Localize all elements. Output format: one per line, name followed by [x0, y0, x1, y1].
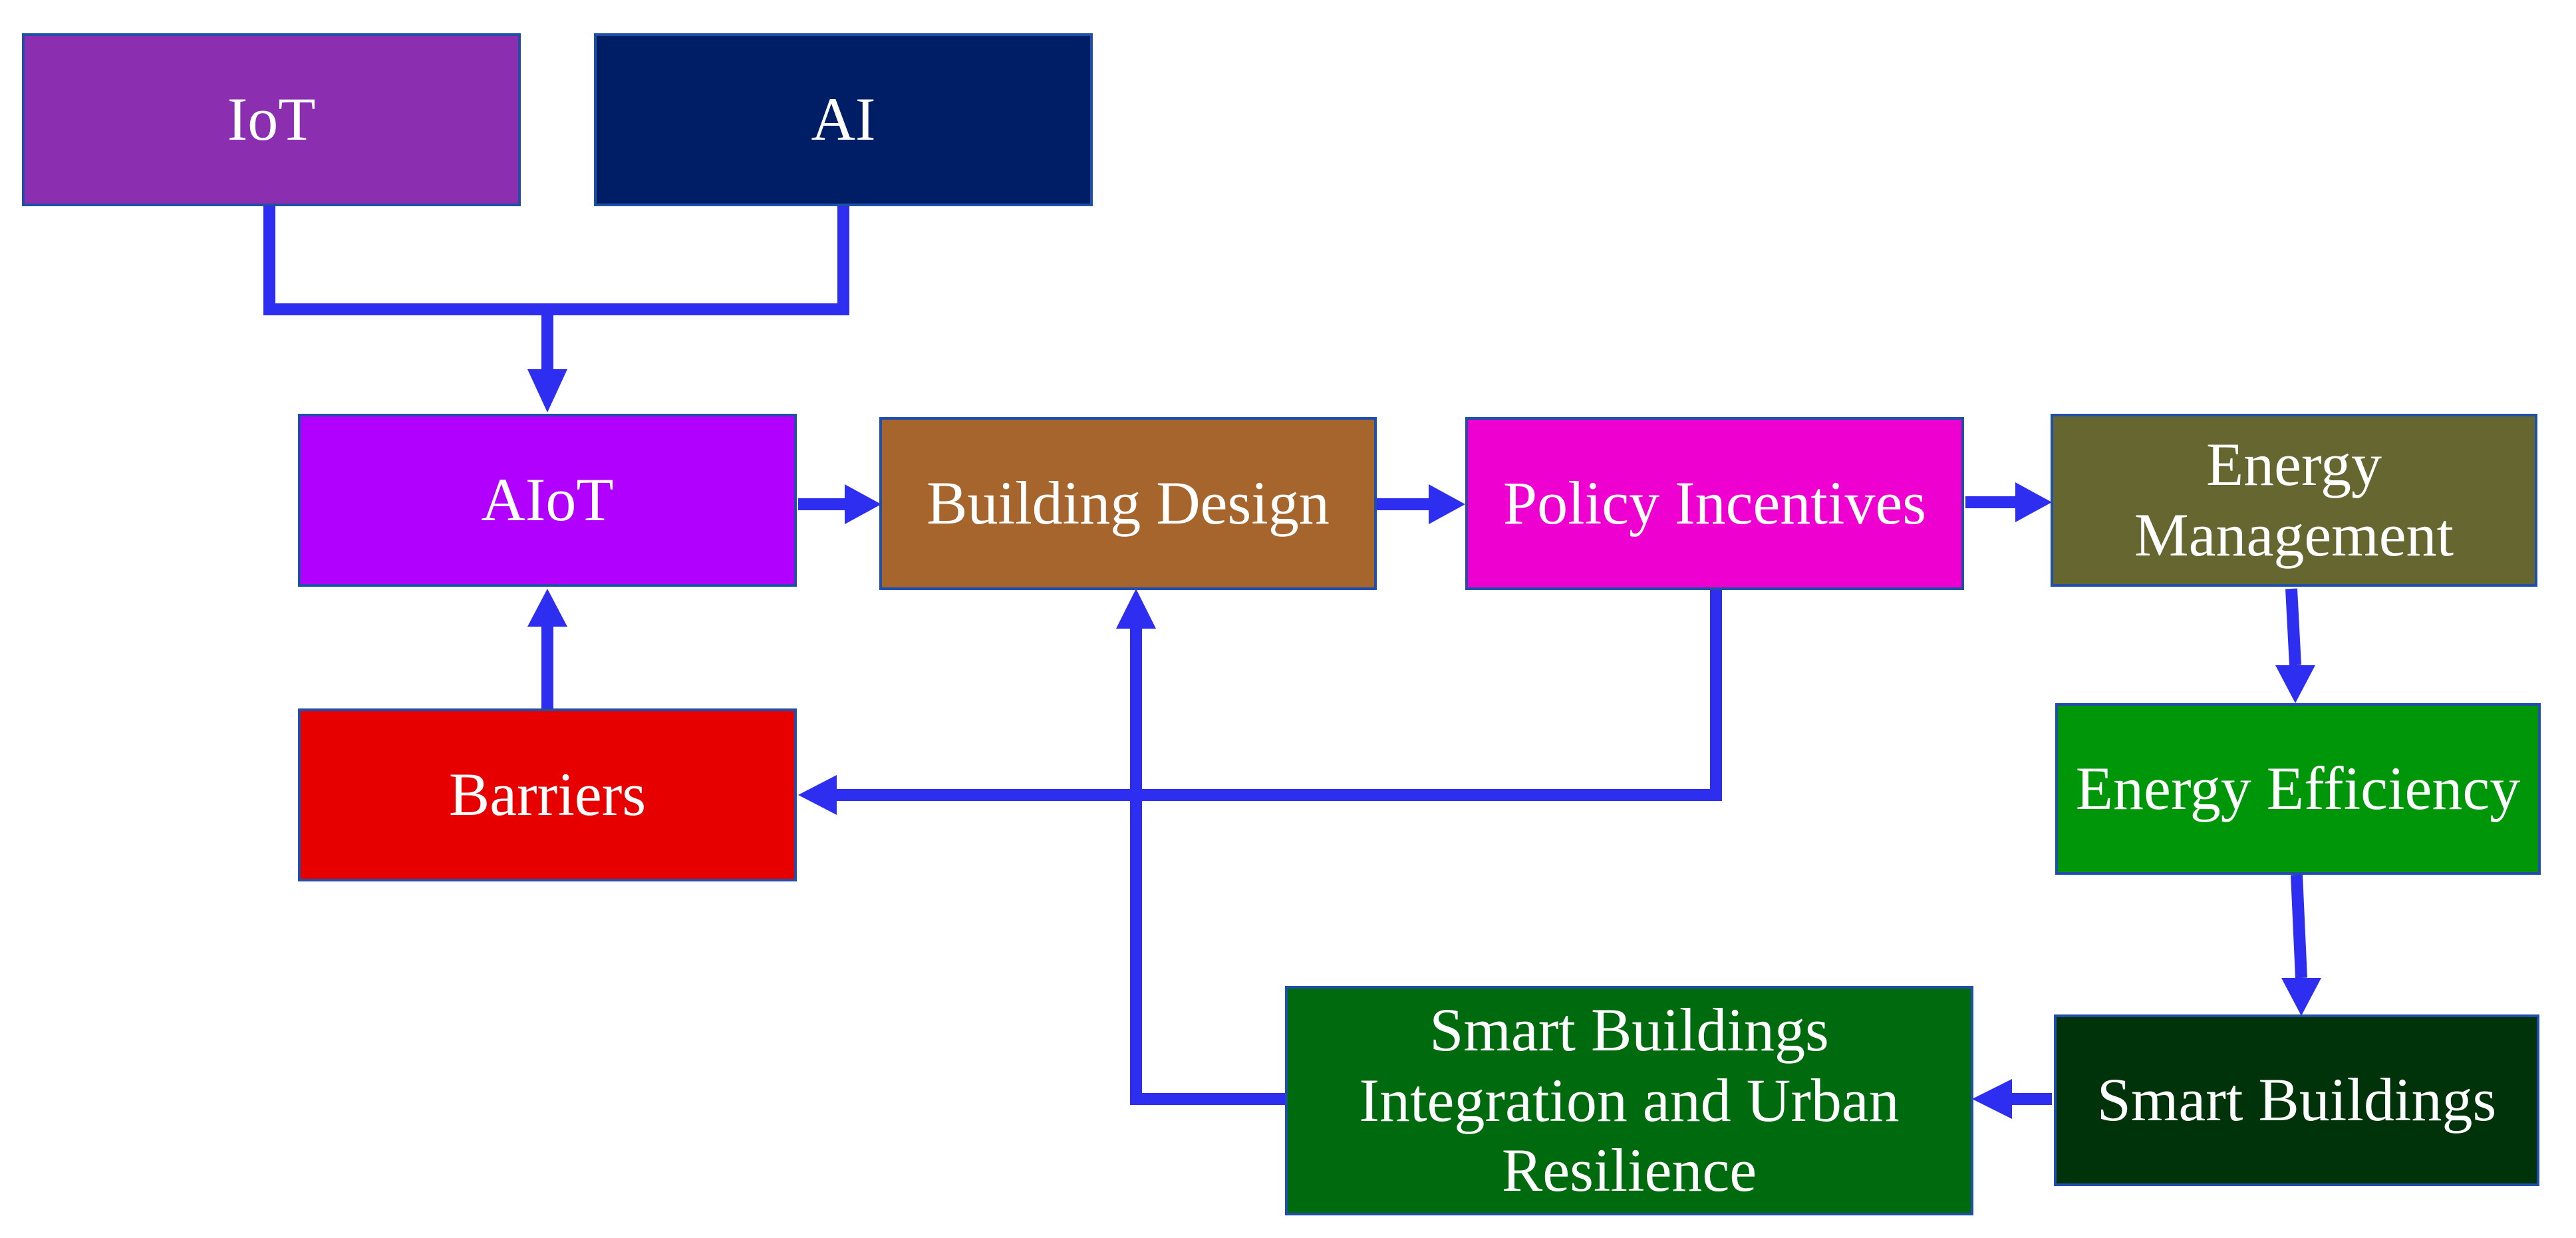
node-iot-label: IoT — [227, 85, 316, 154]
node-aiot-label: AIoT — [481, 466, 614, 534]
edge-integration-to-building-design — [1130, 629, 1285, 1105]
edge-energy-management-to-efficiency — [2285, 588, 2301, 666]
node-barriers: Barriers — [298, 708, 797, 881]
node-ai: AI — [594, 33, 1093, 206]
arrowhead-into-policy — [1429, 484, 1465, 524]
node-smart-buildings-integration-label: Smart Buildings Integration and Urban Re… — [1359, 995, 1900, 1205]
edge-efficiency-to-smart-buildings — [2291, 874, 2307, 979]
arrowhead-into-energy-efficiency — [2275, 665, 2315, 703]
node-energy-efficiency: Energy Efficiency — [2055, 703, 2541, 875]
arrowhead-into-building-design — [845, 484, 881, 524]
arrowhead-into-barriers — [798, 775, 837, 815]
arrowhead-into-aiot — [527, 369, 567, 412]
node-barriers-label: Barriers — [448, 760, 646, 829]
node-aiot: AIoT — [298, 414, 797, 587]
node-policy-incentives: Policy Incentives — [1465, 417, 1964, 590]
node-policy-incentives-label: Policy Incentives — [1503, 469, 1927, 538]
node-building-design: Building Design — [879, 417, 1377, 590]
arrowhead-into-integration — [1972, 1079, 2012, 1119]
node-energy-efficiency-label: Energy Efficiency — [2075, 754, 2521, 823]
node-smart-buildings-integration: Smart Buildings Integration and Urban Re… — [1285, 986, 1973, 1215]
edge-ai-to-aiot — [547, 205, 849, 315]
edge-policy-to-barriers — [837, 589, 1722, 801]
edge-iot-to-aiot — [263, 205, 553, 369]
arrowhead-into-smart-buildings — [2281, 978, 2321, 1016]
node-smart-buildings-label: Smart Buildings — [2096, 1066, 2497, 1134]
node-ai-label: AI — [811, 85, 876, 154]
arrowhead-into-aiot-bottom — [527, 589, 567, 627]
arrowhead-into-building-design-bottom — [1116, 589, 1156, 629]
node-energy-management: Energy Management — [2051, 414, 2537, 587]
node-energy-management-label: Energy Management — [2134, 430, 2454, 569]
arrowhead-into-energy-management — [2015, 482, 2052, 522]
node-iot: IoT — [22, 33, 521, 206]
node-building-design-label: Building Design — [927, 469, 1330, 538]
node-smart-buildings: Smart Buildings — [2054, 1014, 2539, 1186]
